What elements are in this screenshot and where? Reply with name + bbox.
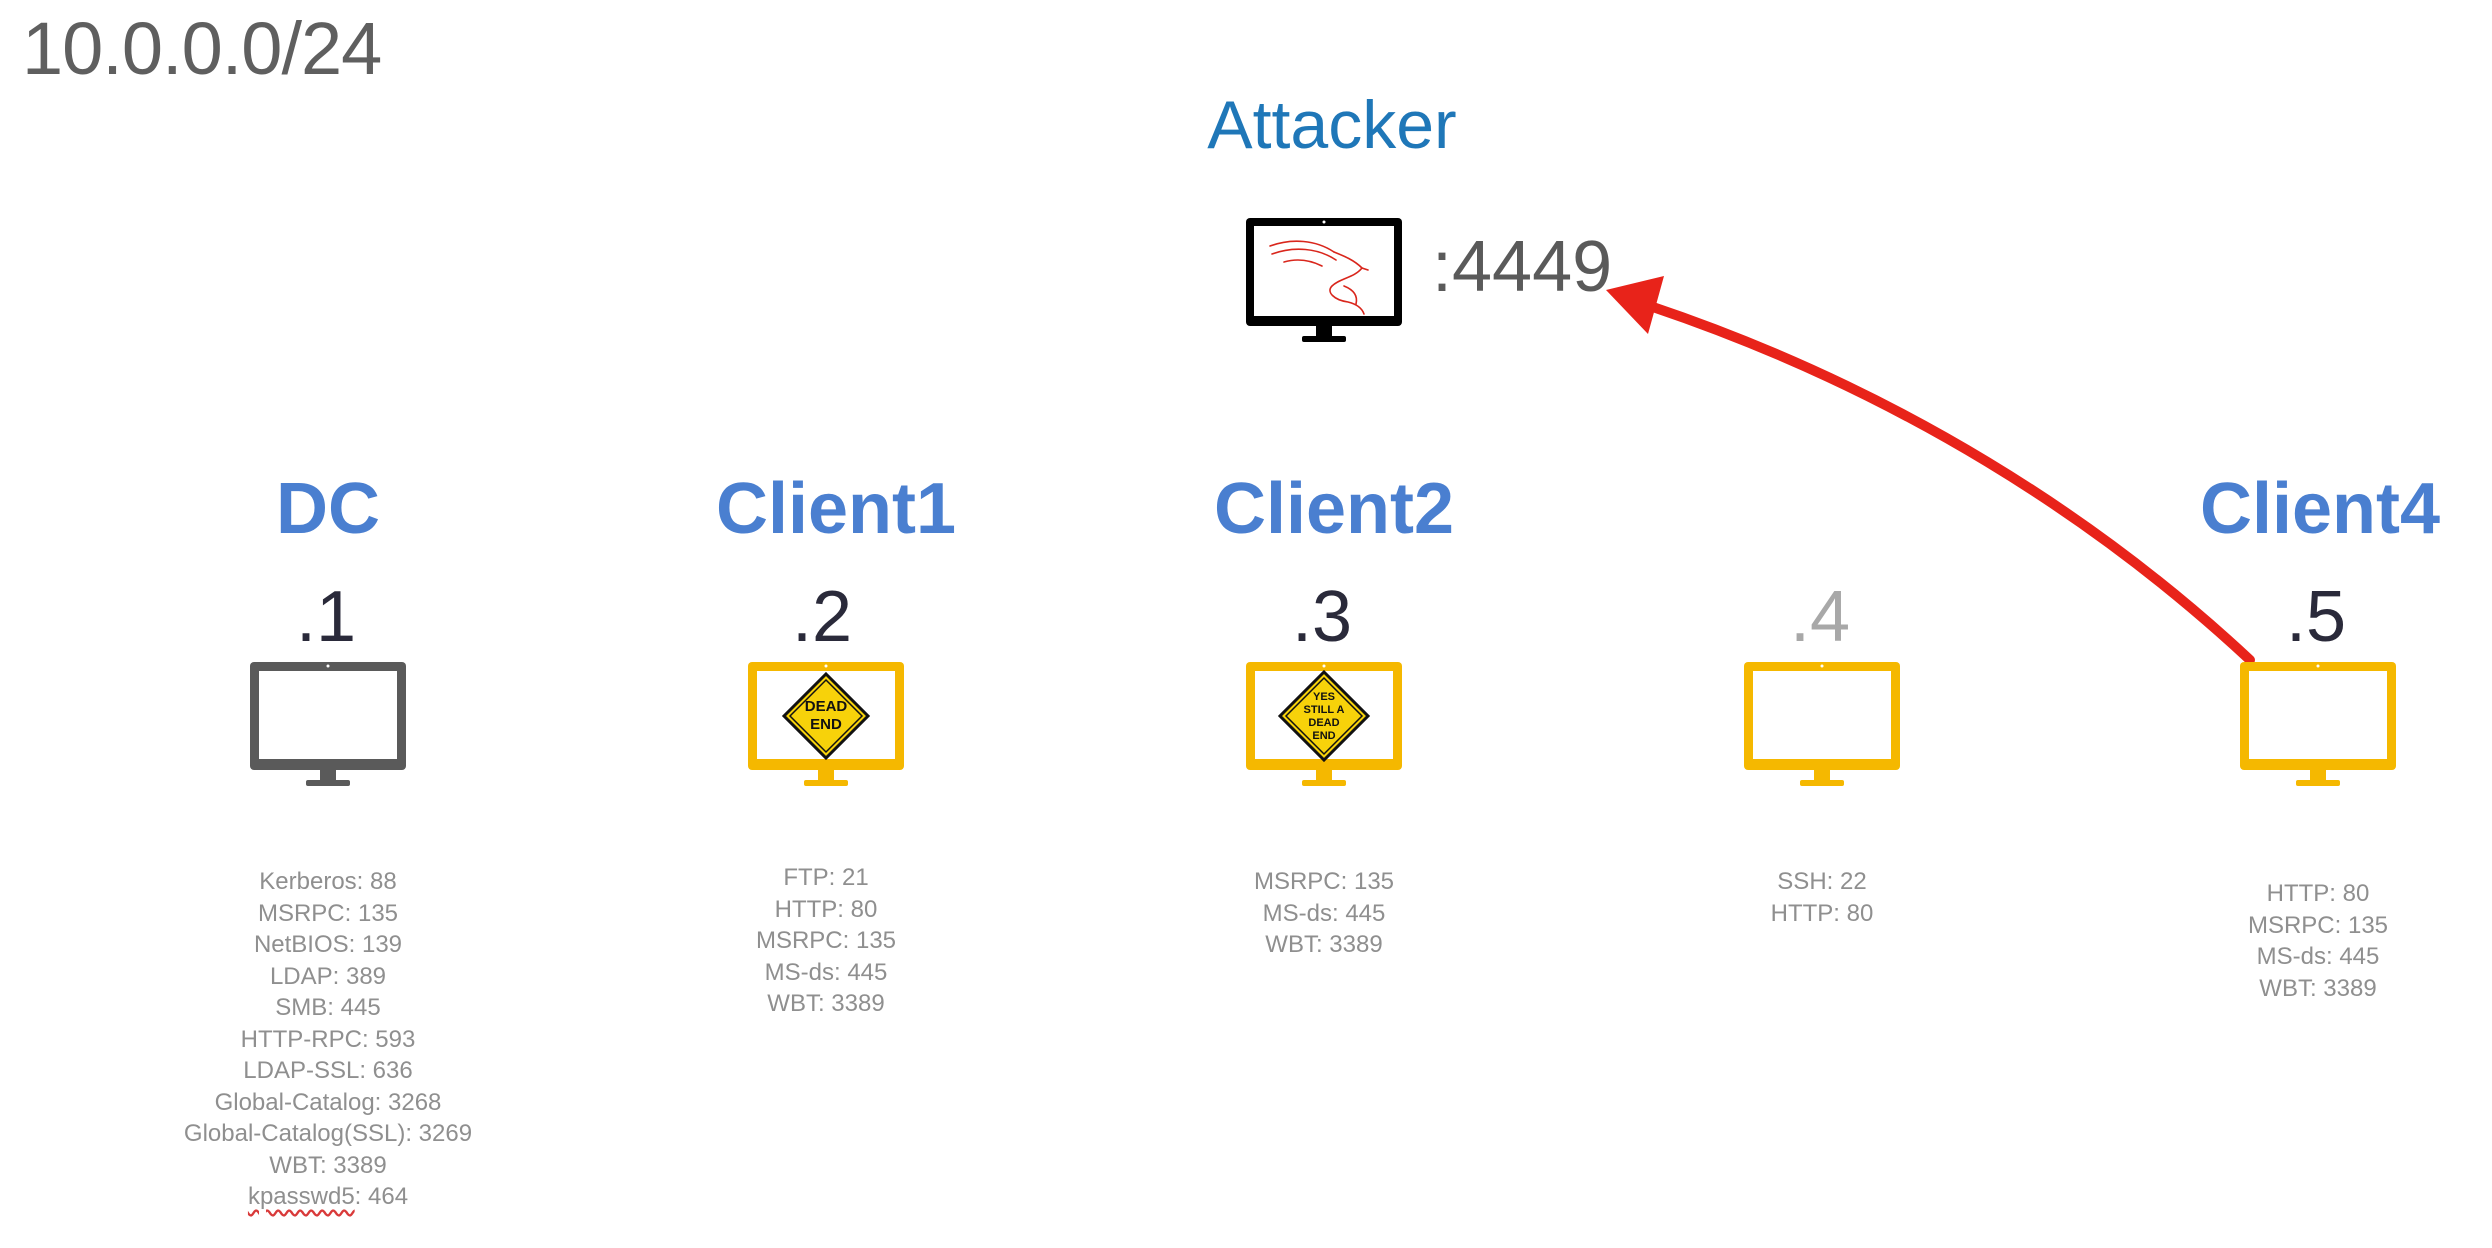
service-item: SSH: 22 xyxy=(1777,868,1867,895)
host-ip-client1: .2 xyxy=(791,577,853,657)
host4-monitor-icon xyxy=(1744,662,1900,786)
svg-text:DEAD: DEAD xyxy=(1308,717,1339,729)
service-item: MSRPC: 135 xyxy=(755,927,897,954)
client2-monitor-icon: YES STILL A DEAD END xyxy=(1246,662,1402,786)
service-item: LDAP-SSL: 636 xyxy=(243,1057,413,1084)
host-name-dc: DC xyxy=(276,469,380,549)
service-item: kpasswd5: 464 xyxy=(118,1181,538,1213)
client2-services-list: MSRPC: 135 MS-ds: 445 WBT: 3389 xyxy=(1114,866,1534,961)
service-item: HTTP: 80 xyxy=(1770,899,1874,927)
service-item: SMB: 445 xyxy=(275,994,381,1021)
client1-services-list: FTP: 21 HTTP: 80 MSRPC: 135 MS-ds: 445 W… xyxy=(616,862,1036,1020)
service-item: NetBIOS: 139 xyxy=(253,931,403,958)
attacker-monitor-icon xyxy=(1246,218,1402,342)
subnet-label: 10.0.0.0/24 xyxy=(22,7,382,90)
svg-text:END: END xyxy=(810,716,842,733)
service-item: Global-Catalog: 3268 xyxy=(214,1088,442,1116)
service-item: MSRPC: 135 xyxy=(2247,911,2389,939)
dc-monitor-icon xyxy=(250,662,406,786)
service-item: HTTP-RPC: 593 xyxy=(240,1025,416,1053)
service-item: LDAP: 389 xyxy=(269,962,387,990)
host-ip-client2: .3 xyxy=(1291,577,1353,657)
host-ip-client4: .5 xyxy=(2285,577,2347,657)
service-item: MS-ds: 445 xyxy=(1262,899,1386,927)
service-port: : 464 xyxy=(354,1183,409,1210)
svg-text:YES: YES xyxy=(1313,691,1335,703)
service-item: HTTP: 80 xyxy=(2266,880,2370,907)
host-ip-dc: .1 xyxy=(295,577,357,657)
attacker-title: Attacker xyxy=(1207,87,1457,163)
host4-services-list: SSH: 22 HTTP: 80 xyxy=(1612,866,2032,929)
service-item: MS-ds: 445 xyxy=(764,958,888,986)
service-item: Kerberos: 88 xyxy=(259,868,397,895)
service-item: MSRPC: 135 xyxy=(257,899,399,927)
service-item: WBT: 3389 xyxy=(767,990,885,1017)
service-name-misspelled: kpasswd5 xyxy=(247,1183,355,1210)
svg-text:DEAD: DEAD xyxy=(805,698,848,715)
service-item: FTP: 21 xyxy=(783,864,869,891)
host-name-client4: Client4 xyxy=(2199,469,2441,549)
host-name-client1: Client1 xyxy=(715,469,957,549)
host-name-client2: Client2 xyxy=(1213,469,1455,549)
svg-text:STILL A: STILL A xyxy=(1304,704,1345,716)
service-item: HTTP: 80 xyxy=(774,895,878,923)
host-ip-4: .4 xyxy=(1789,577,1851,657)
listen-port-label: :4449 xyxy=(1432,227,1613,307)
svg-text:END: END xyxy=(1312,730,1335,742)
dragon-logo-icon xyxy=(1269,240,1369,315)
client4-services-list: HTTP: 80 MSRPC: 135 MS-ds: 445 WBT: 3389 xyxy=(2108,878,2492,1004)
arrow-head-icon xyxy=(1606,276,1664,334)
still-dead-end-sign-icon: YES STILL A DEAD END xyxy=(1277,669,1371,763)
client4-monitor-icon xyxy=(2240,662,2396,786)
service-item: WBT: 3389 xyxy=(2259,974,2377,1002)
service-item: Global-Catalog(SSL): 3269 xyxy=(183,1120,473,1147)
service-item: MSRPC: 135 xyxy=(1253,868,1395,895)
dc-services-list: Kerberos: 88 MSRPC: 135 NetBIOS: 139 LDA… xyxy=(118,866,538,1213)
service-item: WBT: 3389 xyxy=(269,1151,387,1179)
dead-end-sign-icon: DEAD END xyxy=(781,671,871,761)
client1-monitor-icon: DEAD END xyxy=(748,662,904,786)
service-item: WBT: 3389 xyxy=(1265,931,1383,958)
service-item: MS-ds: 445 xyxy=(2256,943,2380,970)
